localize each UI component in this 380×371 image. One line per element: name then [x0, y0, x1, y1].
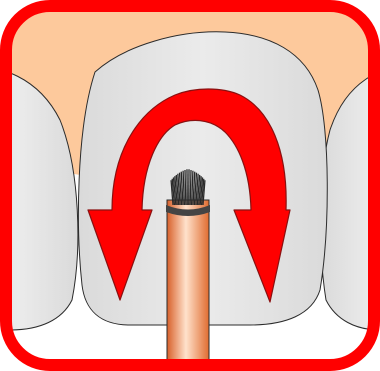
brush-handle — [167, 200, 209, 371]
bristle — [190, 170, 191, 205]
bristle — [185, 170, 186, 205]
